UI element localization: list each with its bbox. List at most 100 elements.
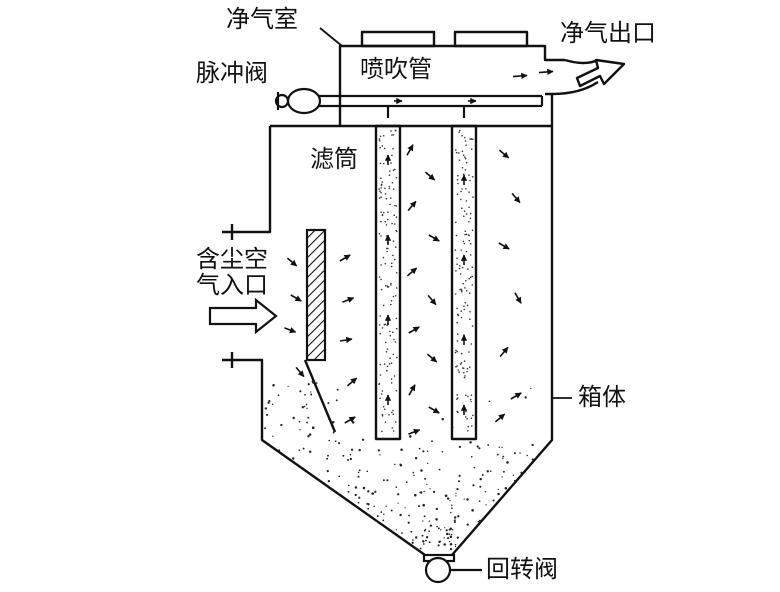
media-dot — [391, 154, 393, 157]
dust-dot — [448, 533, 451, 535]
media-dot — [469, 398, 472, 401]
media-dot — [469, 254, 472, 256]
media-dot — [457, 182, 459, 185]
media-dot — [470, 148, 473, 150]
dust-dot — [412, 539, 414, 541]
media-dot — [379, 190, 381, 192]
media-dot — [384, 421, 387, 423]
media-dot — [391, 262, 393, 265]
label-housing: 箱体 — [578, 383, 626, 411]
media-dot — [390, 284, 392, 286]
media-dot — [461, 290, 463, 293]
label-blow-pipe: 喷吹管 — [360, 55, 432, 83]
dust-dot — [292, 457, 295, 460]
media-dot — [390, 282, 392, 285]
dust-dot — [328, 418, 330, 420]
media-dot — [378, 324, 381, 326]
media-dot — [395, 205, 398, 207]
media-dot — [389, 203, 391, 206]
dust-dot — [399, 463, 402, 466]
dust-dot — [327, 454, 329, 457]
blow-pipe — [318, 94, 544, 118]
label-filter-cartridge: 滤筒 — [310, 145, 358, 173]
media-dot — [464, 140, 467, 142]
dust-dot — [380, 511, 383, 513]
media-dot — [395, 176, 398, 179]
dust-dot — [280, 423, 283, 427]
dust-dot — [436, 525, 438, 528]
media-dot — [392, 409, 394, 412]
dust-dot — [435, 507, 438, 511]
dust-dot — [484, 491, 487, 493]
media-dot — [465, 213, 468, 215]
media-dot — [455, 149, 457, 151]
media-dot — [454, 249, 457, 251]
dust-dot — [450, 511, 452, 514]
airflow-arrows — [284, 68, 554, 435]
dust-dot — [307, 435, 310, 438]
media-dot — [380, 220, 382, 223]
dust-dot — [367, 507, 370, 510]
dust-dot — [326, 457, 329, 460]
media-dot — [382, 211, 385, 214]
media-dot — [468, 351, 470, 353]
dust-dot — [453, 516, 457, 519]
dust-dot — [438, 540, 441, 543]
media-dot — [455, 234, 458, 237]
dust-dot — [501, 446, 503, 449]
dust-dot — [307, 416, 310, 419]
media-dot — [456, 263, 458, 266]
dust-dot — [307, 383, 310, 386]
media-dot — [467, 234, 470, 236]
dust-dot — [338, 442, 341, 445]
media-dot — [396, 356, 398, 359]
dust-dot — [453, 519, 456, 522]
leader-clean-chamber — [319, 27, 343, 47]
dust-dot — [331, 420, 335, 424]
dust-dot — [367, 503, 370, 506]
media-dot — [390, 300, 393, 302]
airflow-arrow — [511, 192, 521, 204]
dust-dot — [426, 450, 429, 452]
media-dot — [385, 235, 388, 237]
dust-dot — [347, 490, 350, 493]
media-dot — [459, 265, 461, 267]
dust-dot — [371, 492, 374, 495]
dust-dot — [414, 493, 417, 497]
dust-dot — [354, 493, 357, 497]
dust-dot — [326, 469, 329, 473]
dust-dot — [311, 426, 315, 429]
inlet-baffle — [303, 359, 337, 433]
media-dot — [380, 196, 382, 198]
media-dot — [384, 285, 387, 287]
dust-dot — [473, 466, 476, 469]
media-dot — [395, 129, 397, 132]
dust-dot — [292, 416, 295, 420]
media-dot — [467, 395, 469, 398]
media-dot — [384, 187, 386, 190]
media-dot — [386, 348, 389, 350]
dust-dot — [377, 449, 380, 452]
dust-dot — [299, 390, 302, 393]
dust-dot — [361, 438, 365, 441]
airflow-arrow — [498, 149, 510, 159]
media-dot — [390, 162, 392, 164]
dust-dot — [304, 393, 306, 396]
media-dot — [471, 266, 474, 269]
airflow-arrow — [510, 392, 522, 400]
media-dot — [471, 275, 474, 278]
dust-dot — [453, 520, 456, 524]
media-dot — [379, 363, 382, 366]
dust-dot — [444, 494, 448, 498]
dust-dot — [427, 462, 429, 465]
label-dusty-inlet-line2: 气入口 — [196, 271, 268, 299]
media-dot — [461, 135, 463, 137]
media-dot — [392, 254, 394, 257]
media-dot — [467, 268, 469, 270]
dust-dot — [350, 448, 354, 451]
airflow-arrow — [346, 377, 358, 387]
dust-dot — [358, 496, 361, 499]
media-dot — [468, 191, 470, 193]
media-dot — [380, 264, 382, 266]
dust-dot — [428, 530, 431, 533]
